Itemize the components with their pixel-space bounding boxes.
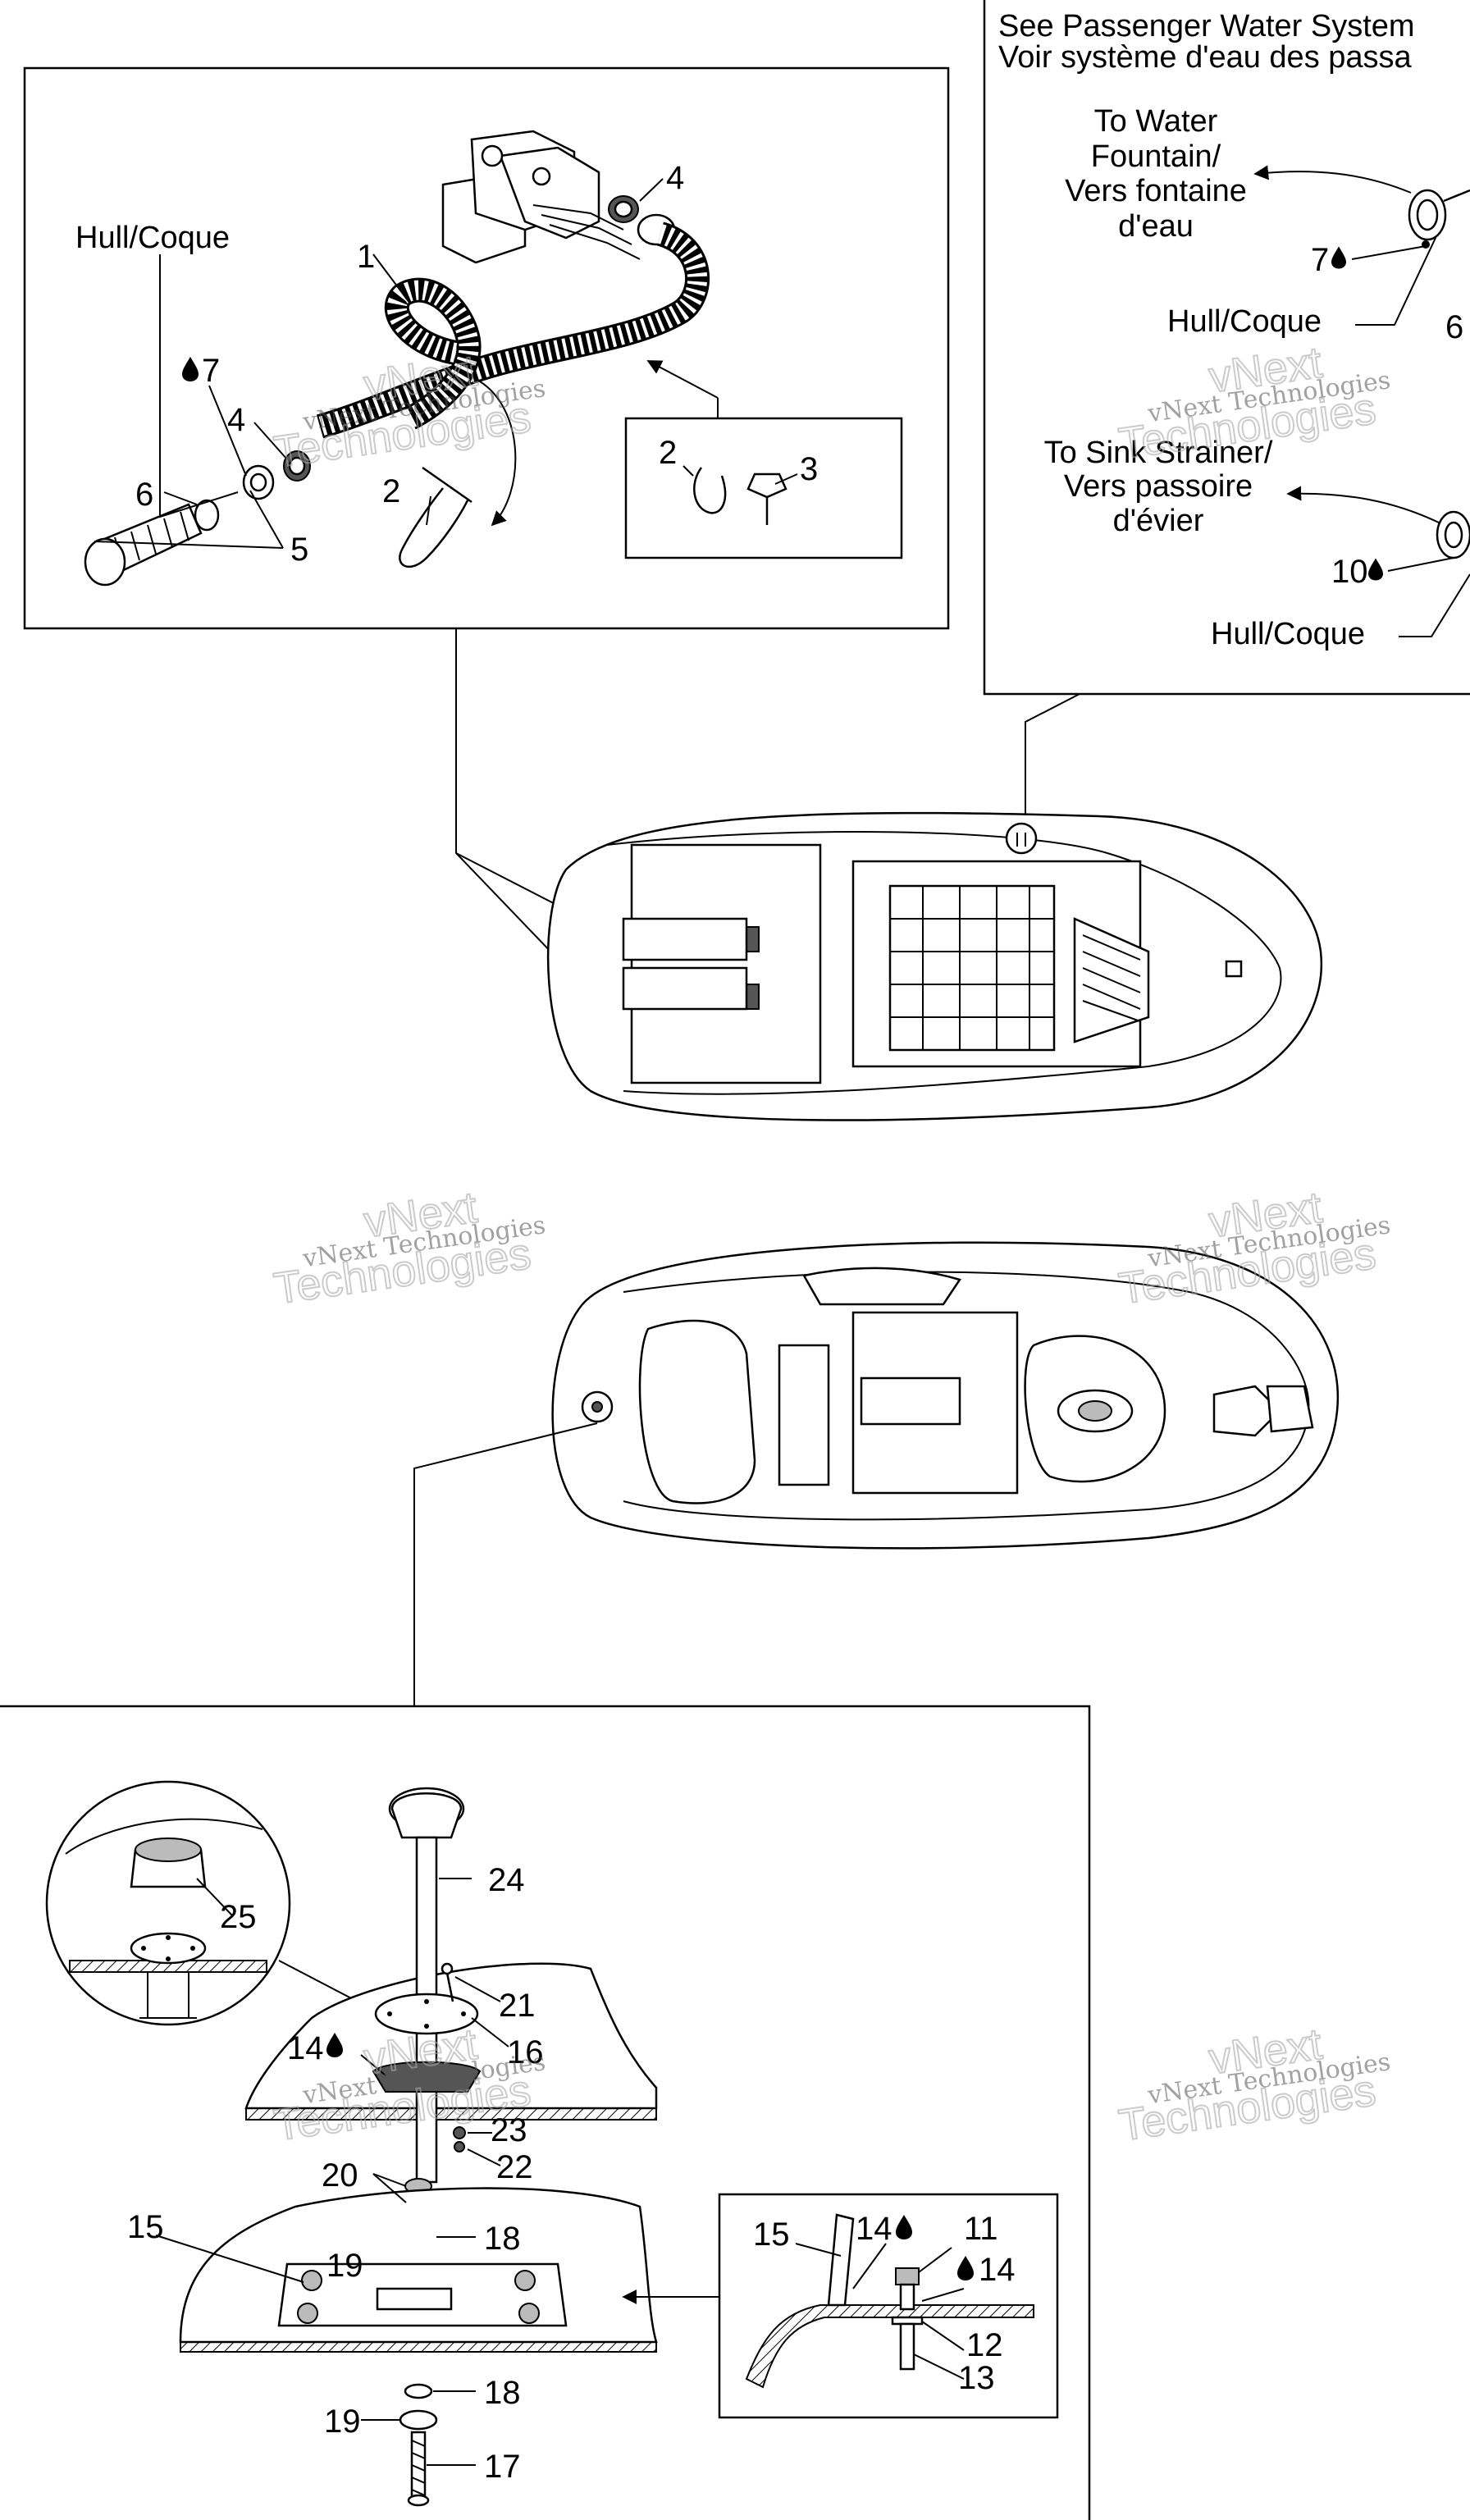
drain-flange <box>374 1993 479 2035</box>
sealant-drop-icon <box>182 357 199 381</box>
ref-15-inset: 15 <box>753 2216 790 2253</box>
water-fountain-line-4: d'eau <box>1118 209 1194 244</box>
hull-top-view <box>546 811 1323 1121</box>
ref-1: 1 <box>357 239 375 275</box>
ref-24: 24 <box>488 1862 525 1898</box>
bottom-fasteners <box>399 2383 438 2507</box>
ref-2-inset: 2 <box>659 435 677 471</box>
water-fountain-line-3: Vers fontaine <box>1065 174 1247 208</box>
water-fountain-line-1: To Water <box>1094 104 1218 139</box>
mounting-plate <box>277 2262 568 2327</box>
hull-label-right-1: Hull/Coque <box>1167 304 1322 339</box>
ref-4-lower: 4 <box>227 402 245 438</box>
ref-17: 17 <box>484 2449 521 2485</box>
header-reference: See Passenger Water System Voir système … <box>998 9 1415 75</box>
ref-4-top: 4 <box>666 160 684 196</box>
ref-3: 3 <box>800 451 818 487</box>
intake-hose-detail-panel: Hull/Coque 1 4 4 7 6 5 2 2 3 <box>23 66 950 630</box>
deck-top-view <box>551 1241 1340 1550</box>
tie-wrap-small <box>693 467 727 514</box>
screw-head <box>746 472 788 499</box>
sealant-drop-icon <box>896 2215 912 2239</box>
ref-21: 21 <box>499 1988 536 2024</box>
passenger-water-detail-panel: To Water Fountain/ Vers fontaine d'eau 7… <box>983 0 1470 696</box>
hull-label-right-2: Hull/Coque <box>1211 617 1365 651</box>
hose-clamp-lower <box>283 450 311 482</box>
ref-12: 12 <box>966 2327 1003 2363</box>
ref-11: 11 <box>964 2211 998 2247</box>
ref-13: 13 <box>958 2360 995 2396</box>
ref-25: 25 <box>220 1899 257 1935</box>
sink-arrow <box>1286 486 1445 526</box>
ref-18-top: 18 <box>484 2221 521 2257</box>
sink-strainer-line-3: d'évier <box>1113 504 1204 538</box>
watermark-6: vNext vNext Technologies Technologies <box>1115 2019 1392 2152</box>
fountain-arrow <box>1253 165 1412 194</box>
sealant-drop-icon <box>1331 246 1346 269</box>
sink-strainer-line-1: To Sink Strainer/ <box>1044 436 1273 470</box>
ref-19-top: 19 <box>326 2248 363 2284</box>
nut-washer-fitting <box>84 464 275 587</box>
ref-7-right: 7 <box>1311 242 1329 278</box>
sealant-drop-icon <box>957 2256 974 2280</box>
sealant-drop-icon <box>1368 558 1383 581</box>
fountain-fitting <box>1408 189 1470 241</box>
ref-16: 16 <box>507 2034 544 2070</box>
header-line-1: See Passenger Water System <box>998 9 1415 43</box>
ref-18-bottom: 18 <box>484 2375 521 2411</box>
sink-strainer-line-2: Vers passoire <box>1064 469 1253 504</box>
sink-fitting <box>1436 510 1470 559</box>
ref-14-inset-a: 14 <box>856 2211 892 2247</box>
ref-7-left: 7 <box>202 353 220 389</box>
hull-label-left: Hull/Coque <box>75 221 230 255</box>
ref-14-top: 14 <box>287 2030 324 2066</box>
tie-wrap-inset <box>624 417 903 559</box>
watermark-3: vNext vNext Technologies Technologies <box>270 1182 547 1315</box>
side-section-inset <box>718 2193 1059 2419</box>
drain-gasket <box>372 2061 482 2093</box>
ref-14-inset-b: 14 <box>979 2252 1016 2288</box>
ref-22: 22 <box>496 2149 533 2185</box>
ref-5: 5 <box>290 532 308 568</box>
header-line-2: Voir système d'eau des passa <box>998 40 1413 75</box>
tie-wrap <box>399 487 469 568</box>
ref-10-right: 10 <box>1331 554 1368 590</box>
watermark-4: vNext vNext Technologies Technologies <box>1115 1182 1392 1315</box>
pump-housing <box>441 130 641 264</box>
watermark-2: vNext vNext Technologies Technologies <box>1115 337 1392 470</box>
water-fountain-line-2: Fountain/ <box>1091 139 1221 174</box>
ref-15-left: 15 <box>127 2209 164 2245</box>
ref-6-left: 6 <box>135 477 153 513</box>
ref-20: 20 <box>322 2157 358 2194</box>
ref-2-left: 2 <box>382 473 400 509</box>
ref-6-right: 6 <box>1445 309 1463 345</box>
drain-plug-detail-panel: 24 25 21 16 14 23 22 20 18 15 19 18 19 1… <box>0 1705 1091 2520</box>
ref-23: 23 <box>491 2112 527 2148</box>
drain-cap-inset <box>45 1780 291 2026</box>
hull-grid <box>888 884 1056 1052</box>
ref-19-bottom: 19 <box>324 2404 361 2440</box>
